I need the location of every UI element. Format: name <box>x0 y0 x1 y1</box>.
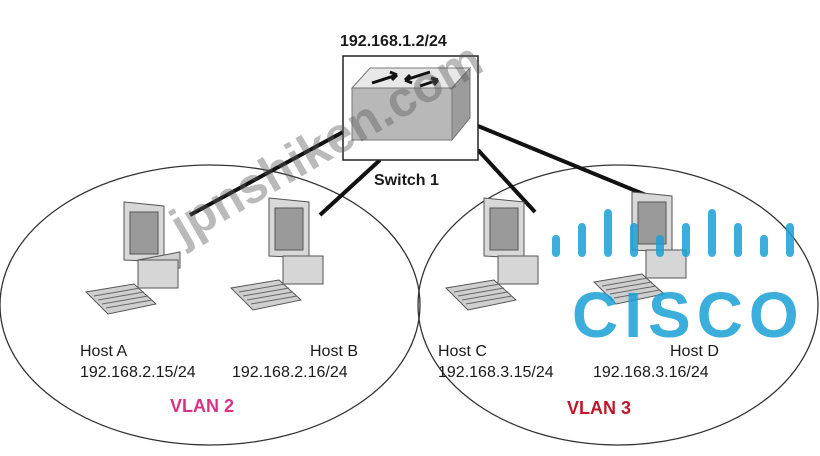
vlan-3-ellipse <box>417 164 819 446</box>
cisco-logo-icon <box>552 209 794 257</box>
cable-host-c <box>476 148 537 214</box>
vlan-2-ellipse <box>0 164 421 446</box>
cable-host-d <box>477 124 671 207</box>
switch-ip-label: 192.168.1.2/24 <box>340 33 447 50</box>
host-a-name: Host A <box>80 343 128 360</box>
cable-host-a <box>189 130 344 217</box>
vlan-2-label: VLAN 2 <box>170 396 235 416</box>
host-a-computer-icon <box>84 201 181 315</box>
host-d-name: Host D <box>670 343 719 360</box>
host-c-computer-icon <box>444 197 539 311</box>
host-c-ip: 192.168.3.15/24 <box>438 364 554 381</box>
switch-icon <box>350 66 472 142</box>
vlan-3-label: VLAN 3 <box>567 398 632 418</box>
host-b-computer-icon <box>229 197 324 311</box>
host-b-ip: 192.168.2.16/24 <box>232 364 348 381</box>
host-a-ip: 192.168.2.15/24 <box>80 364 196 381</box>
host-b-name: Host B <box>310 343 359 360</box>
cable-host-b <box>318 158 382 217</box>
switch-name-label: Switch 1 <box>374 172 439 189</box>
host-c-name: Host C <box>438 343 487 360</box>
host-d-ip: 192.168.3.16/24 <box>593 364 709 381</box>
